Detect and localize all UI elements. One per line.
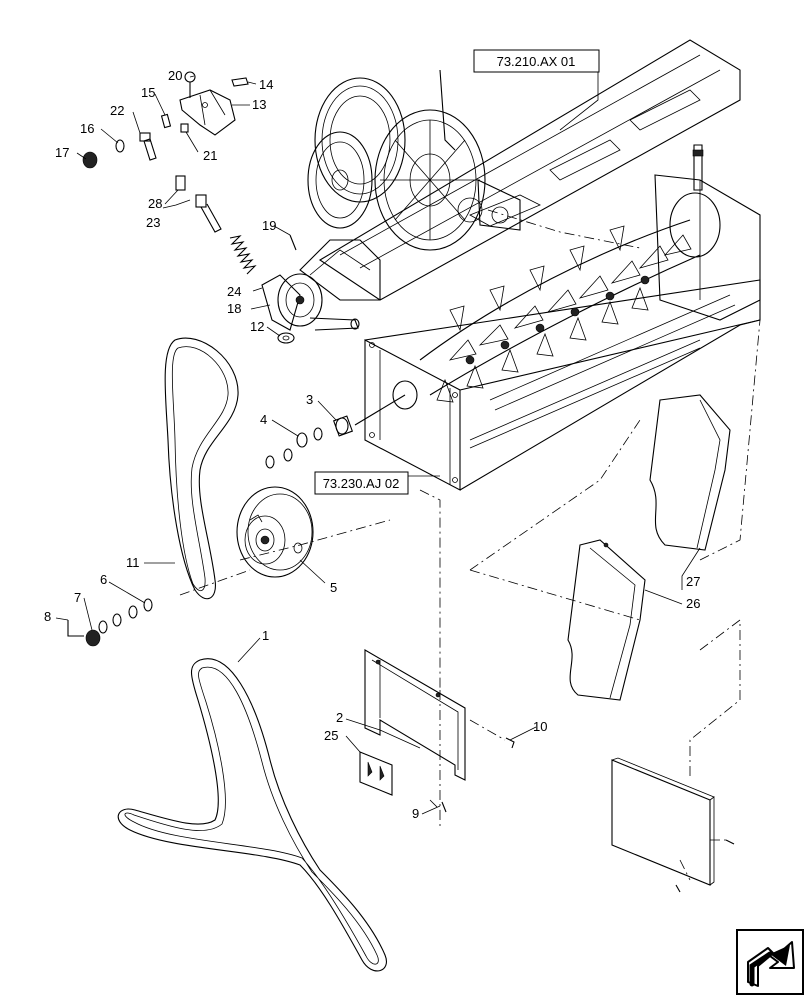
arrow-navigation-icon[interactable] (736, 929, 804, 995)
ref-box-top: 73.210.AX 01 (473, 49, 600, 73)
bracket-13 (179, 89, 236, 136)
callout-22: 22 (110, 103, 124, 118)
callout-11: 11 (126, 555, 140, 570)
pin-22 (139, 132, 157, 161)
cover-plate (611, 757, 715, 886)
pulley-5 (236, 486, 314, 578)
bolt-9 (441, 801, 447, 813)
main-beam (299, 39, 741, 301)
callout-25: 25 (324, 728, 338, 743)
nut-21 (180, 123, 189, 133)
callout-9: 9 (412, 806, 419, 821)
callout-19: 19 (262, 218, 276, 233)
decal-25 (359, 751, 393, 796)
construction-lines (179, 209, 761, 881)
washers-4 (265, 427, 323, 469)
belt-1 (117, 658, 387, 972)
callout-21: 21 (203, 148, 217, 163)
callout-17: 17 (55, 145, 69, 160)
nut-7 (85, 629, 101, 647)
callout-13: 13 (252, 97, 266, 112)
callout-18: 18 (227, 301, 241, 316)
callout-5: 5 (330, 580, 337, 595)
bolt-20 (184, 71, 196, 98)
leader-lines (55, 60, 701, 815)
callout-14: 14 (259, 77, 273, 92)
upper-pulleys (307, 69, 521, 251)
rotor-blades (436, 225, 736, 449)
callout-1: 1 (262, 628, 269, 643)
nut-17 (82, 151, 98, 169)
callout-8: 8 (44, 609, 51, 624)
callout-3: 3 (306, 392, 313, 407)
hub-3 (332, 415, 354, 437)
pin-19 (289, 234, 297, 251)
callout-12: 12 (250, 319, 264, 334)
bolt-15 (160, 113, 172, 129)
rod-23 (195, 194, 222, 233)
idler-arm-18 (261, 273, 360, 331)
callout-20: 20 (168, 68, 182, 83)
bolt-14 (231, 77, 249, 87)
washers-6 (98, 598, 153, 634)
callout-6: 6 (100, 572, 107, 587)
callout-28: 28 (148, 196, 162, 211)
upper-post (692, 144, 704, 191)
washer-12 (277, 332, 295, 344)
ref-top-label: 73.210.AX 01 (497, 54, 576, 69)
rotor-housing (354, 174, 761, 491)
ref-box-mid: 73.230.AJ 02 (314, 471, 409, 495)
shield-26 (567, 539, 646, 701)
callout-24: 24 (227, 284, 241, 299)
callout-16: 16 (80, 121, 94, 136)
callouts: 1 2 3 4 5 6 7 8 9 10 11 12 13 14 15 16 1… (44, 68, 700, 821)
callout-10: 10 (533, 719, 547, 734)
callout-2: 2 (336, 710, 343, 725)
shield-2 (364, 649, 466, 781)
ref-mid-label: 73.230.AJ 02 (323, 476, 400, 491)
bolt-10 (505, 737, 515, 749)
shield-27 (649, 394, 731, 551)
key-8 (67, 620, 84, 637)
callout-15: 15 (141, 85, 155, 100)
washer-16 (115, 139, 125, 153)
screw-lower-a (725, 839, 735, 845)
screw-lower-b (675, 884, 681, 893)
callout-4: 4 (260, 412, 267, 427)
callout-7: 7 (74, 590, 81, 605)
belt-11 (164, 337, 239, 600)
callout-27: 27 (686, 574, 700, 589)
spring-24 (229, 235, 257, 275)
bushing-28 (175, 175, 186, 191)
callout-23: 23 (146, 215, 160, 230)
callout-26: 26 (686, 596, 700, 611)
